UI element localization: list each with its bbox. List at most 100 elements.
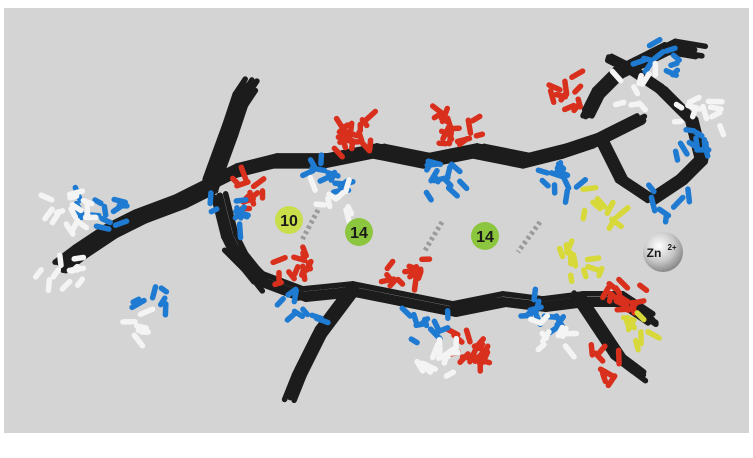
heteroatom-bond bbox=[670, 194, 686, 210]
heteroatom-bond bbox=[45, 276, 53, 294]
heteroatom-bond bbox=[357, 138, 373, 154]
carbon-bond bbox=[350, 281, 406, 297]
heteroatom-bond bbox=[291, 287, 299, 305]
carbon-bond bbox=[611, 57, 638, 73]
heteroatom-bond bbox=[137, 306, 156, 318]
heteroatom-bond bbox=[50, 267, 62, 280]
carbon-bond bbox=[619, 353, 646, 375]
carbon-bond bbox=[222, 91, 238, 127]
heteroatom-bond bbox=[537, 313, 551, 327]
heteroatom-bond bbox=[459, 354, 475, 361]
carbon-bond bbox=[619, 177, 655, 203]
heteroatom-bond bbox=[535, 167, 550, 176]
carbon-bond bbox=[531, 143, 578, 160]
heteroatom-bond bbox=[463, 327, 473, 345]
carbon-bond bbox=[349, 288, 405, 304]
carbon-bond bbox=[212, 132, 239, 194]
heteroatom-bond bbox=[606, 280, 621, 294]
heteroatom-bond bbox=[631, 84, 641, 97]
heteroatom-bond bbox=[616, 276, 631, 291]
carbon-bond bbox=[291, 372, 307, 404]
carbon-bond bbox=[217, 192, 233, 239]
carbon-bond bbox=[661, 42, 698, 53]
carbon-bond bbox=[470, 153, 526, 169]
heteroatom-bond bbox=[615, 347, 622, 367]
heteroatom-bond bbox=[67, 193, 80, 201]
heteroatom-bond bbox=[99, 216, 113, 226]
carbon-bond bbox=[601, 113, 648, 140]
heteroatom-bond bbox=[112, 218, 130, 228]
heteroatom-bond bbox=[57, 252, 64, 268]
heteroatom-bond bbox=[333, 115, 345, 130]
heteroatom-bond bbox=[609, 68, 624, 84]
heteroatom-bond bbox=[300, 263, 308, 283]
heteroatom-bond bbox=[562, 188, 571, 205]
heteroatom-bond bbox=[229, 175, 240, 186]
heteroatom-bond bbox=[270, 254, 288, 266]
heteroatom-bond bbox=[453, 335, 460, 354]
heteroatom-bond bbox=[446, 128, 455, 147]
heteroatom-bond bbox=[208, 206, 220, 215]
heteroatom-bond bbox=[693, 129, 705, 139]
heteroatom-bond bbox=[573, 177, 589, 190]
heteroatom-bond bbox=[480, 349, 491, 365]
heteroatom-bond bbox=[74, 276, 86, 288]
heteroatom-bond bbox=[527, 304, 544, 313]
heteroatom-bond bbox=[683, 127, 697, 134]
heteroatom-bond bbox=[111, 196, 128, 206]
heteroatom-bond bbox=[472, 349, 487, 365]
carbon-bond bbox=[227, 232, 243, 259]
heteroatom-bond bbox=[309, 312, 324, 322]
heteroatom-bond bbox=[531, 286, 539, 303]
heteroatom-bond bbox=[133, 323, 149, 331]
heteroatom-bond bbox=[555, 161, 567, 172]
heteroatom-bond bbox=[149, 284, 159, 301]
heteroatom-bond bbox=[580, 207, 588, 222]
heteroatom-bond bbox=[562, 343, 577, 360]
hydrogen-bond-dashes bbox=[299, 208, 543, 254]
carbon-bond bbox=[571, 290, 597, 326]
heteroatom-bond bbox=[80, 197, 95, 207]
heteroatom-bond bbox=[71, 254, 87, 262]
heteroatom-bond bbox=[547, 87, 557, 105]
heteroatom-bond bbox=[606, 215, 618, 232]
heteroatom-bond bbox=[553, 313, 566, 330]
heteroatom-bond bbox=[339, 133, 349, 151]
carbon-bond bbox=[589, 93, 605, 119]
heteroatom-bond bbox=[629, 299, 637, 316]
heteroatom-bond bbox=[646, 182, 657, 195]
heteroatom-bond bbox=[384, 258, 396, 272]
carbon-bond bbox=[311, 291, 348, 338]
heteroatom-bond bbox=[131, 332, 146, 349]
carbon-bond bbox=[80, 232, 116, 259]
carbon-bond bbox=[241, 153, 288, 170]
heteroatom-bond bbox=[465, 117, 474, 136]
heteroatom-bond bbox=[553, 91, 569, 100]
carbon-bond bbox=[301, 332, 327, 379]
heteroatom-bond bbox=[563, 242, 570, 256]
heteroatom-bond bbox=[535, 341, 547, 353]
heteroatom-bond bbox=[313, 201, 327, 208]
heteroatom-bond bbox=[411, 311, 420, 326]
heteroatom-bond bbox=[434, 325, 451, 335]
heteroatom-bond bbox=[581, 267, 589, 280]
heteroatom-bond bbox=[407, 266, 424, 280]
heteroatom-bond bbox=[642, 59, 655, 75]
heteroatom-bond bbox=[717, 123, 727, 138]
heteroatom-bond bbox=[325, 195, 333, 210]
carbon-bond bbox=[399, 298, 455, 314]
carbon-bond bbox=[110, 217, 146, 239]
ring-size-badge-10: 10 bbox=[275, 206, 303, 234]
heteroatom-bond bbox=[700, 103, 710, 122]
carbon-bond bbox=[431, 143, 488, 160]
carbon-bond bbox=[429, 149, 486, 165]
heteroatom-bond bbox=[569, 68, 586, 81]
carbon-bond bbox=[400, 291, 456, 307]
heteroatom-bond bbox=[343, 206, 352, 225]
heteroatom-bond bbox=[561, 102, 577, 113]
heteroatom-bond bbox=[628, 101, 641, 108]
heteroatom-bond bbox=[439, 105, 451, 125]
carbon-bond bbox=[242, 251, 269, 282]
heteroatom-bond bbox=[567, 272, 575, 284]
heteroatom-bond bbox=[429, 341, 441, 361]
